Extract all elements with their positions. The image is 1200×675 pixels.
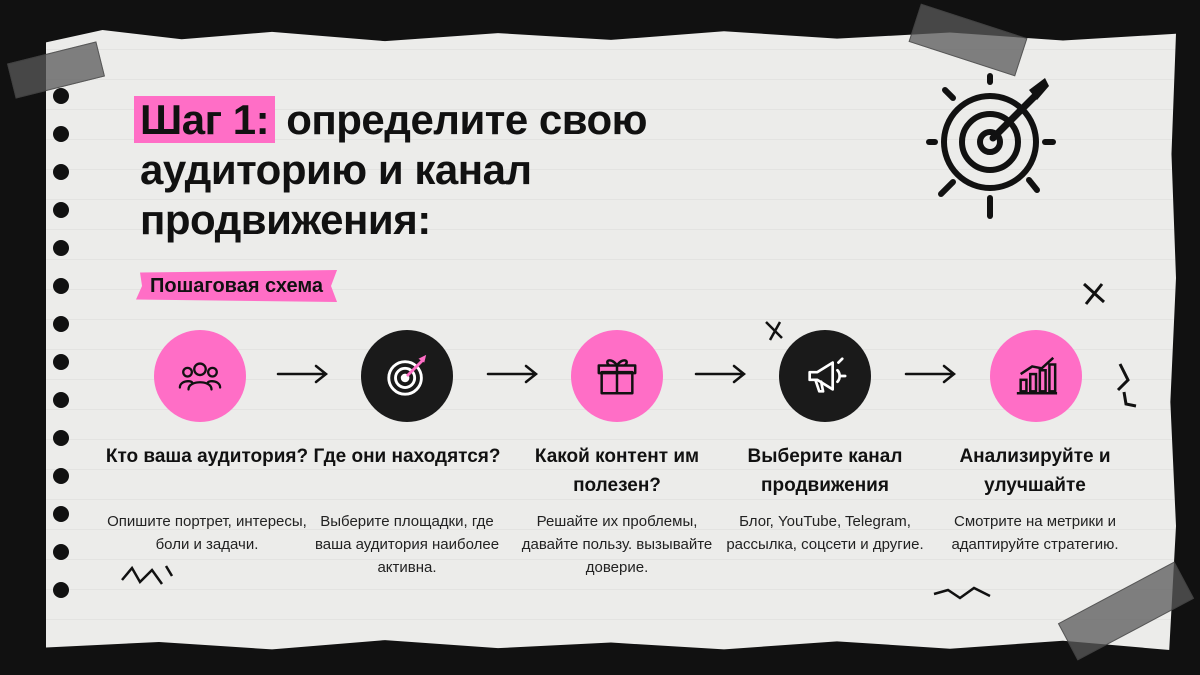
hole [53, 164, 69, 180]
arrow-right-icon [904, 364, 957, 384]
step-4-title: Выберите канал продвижения [747, 446, 903, 496]
step-4-circle [779, 330, 871, 422]
hole [53, 506, 69, 522]
hole [53, 240, 69, 256]
hole [53, 582, 69, 598]
arrow-right-icon [694, 364, 747, 384]
step-1-circle [154, 330, 246, 422]
target-drawing-icon [926, 73, 1056, 219]
hole [53, 202, 69, 218]
hole [53, 392, 69, 408]
step-1-title: Кто ваша аудитория? [105, 446, 309, 467]
step-2-description: Выберите площадки, где ваша аудитория на… [314, 513, 500, 576]
step-5-title: Анализируйте и улучшайте [959, 446, 1111, 496]
scribble-mark [1082, 282, 1106, 305]
hole [53, 316, 69, 332]
megaphone-icon [808, 357, 847, 393]
step-2-circle [361, 330, 453, 422]
step-3-circle [571, 330, 663, 422]
scribble-mark [765, 321, 783, 341]
step-3-description: Решайте их проблемы, давайте пользу. выз… [521, 513, 713, 576]
users-icon [178, 362, 222, 391]
step-4-description: Блог, YouTube, Telegram, рассылка, соцсе… [726, 513, 924, 553]
step-2-title: Где они находятся? [313, 446, 501, 467]
step-1-description: Опишите портрет, интересы, боли и задачи… [107, 513, 307, 553]
chart-icon [1016, 356, 1058, 395]
title-highlight: Шаг 1: [134, 96, 276, 143]
step-3-title: Какой контент им полезен? [534, 446, 700, 496]
arrow-right-icon [276, 364, 329, 384]
scribble-mark [1116, 363, 1137, 408]
title-text: определите свою аудиторию и канал продви… [140, 96, 648, 243]
scribble-mark [121, 565, 174, 585]
page-title: Шаг 1: определите свою аудиторию и канал… [134, 95, 700, 245]
hole [53, 354, 69, 370]
hole [53, 126, 69, 142]
hole [53, 430, 69, 446]
hole [53, 88, 69, 104]
step-5-circle [990, 330, 1082, 422]
target-icon [387, 354, 427, 396]
hole [53, 544, 69, 560]
arrow-right-icon [486, 364, 539, 384]
step-5-description: Смотрите на метрики и адаптируйте страте… [951, 513, 1119, 553]
hole [53, 468, 69, 484]
gift-icon [597, 359, 637, 395]
scribble-mark [933, 586, 991, 600]
hole [53, 278, 69, 294]
section-tag: Пошаговая схема [136, 270, 338, 302]
